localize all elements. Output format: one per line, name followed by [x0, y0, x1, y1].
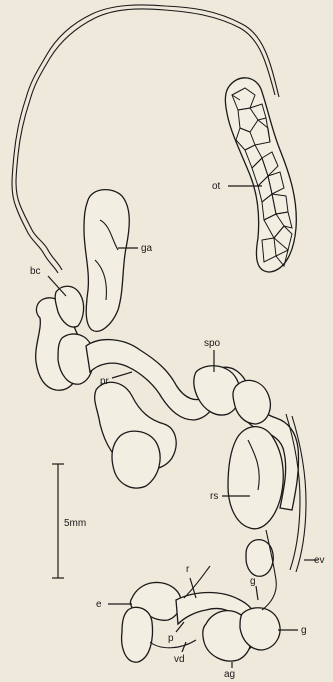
organ-rs: [228, 427, 283, 529]
label-rs: rs: [210, 491, 218, 502]
label-p: p: [168, 633, 174, 644]
label-r: r: [186, 564, 190, 575]
label-e: e: [96, 599, 102, 610]
organ-ga: [84, 190, 129, 332]
p-leader-line: [176, 622, 184, 632]
organ-p: [122, 607, 153, 662]
label-g-upper: g: [250, 576, 256, 587]
vd-leader-line: [182, 642, 186, 652]
organ-middle-right: [112, 431, 160, 488]
label-ev: ev: [314, 555, 325, 566]
label-g-lower: g: [301, 625, 307, 636]
label-vd: vd: [174, 654, 185, 665]
pr-leader-line: [112, 372, 132, 378]
organ-spo-right: [233, 380, 270, 424]
label-bc: bc: [30, 266, 41, 277]
label-pr: pr: [100, 376, 110, 387]
label-ot: ot: [212, 181, 221, 192]
ovotestis: [225, 78, 296, 272]
label-ag: ag: [224, 669, 235, 680]
label-ga: ga: [141, 243, 153, 254]
scale-bar-label: 5mm: [64, 518, 86, 529]
label-spo: spo: [204, 338, 221, 349]
g-upper-leader-line: [256, 586, 258, 600]
